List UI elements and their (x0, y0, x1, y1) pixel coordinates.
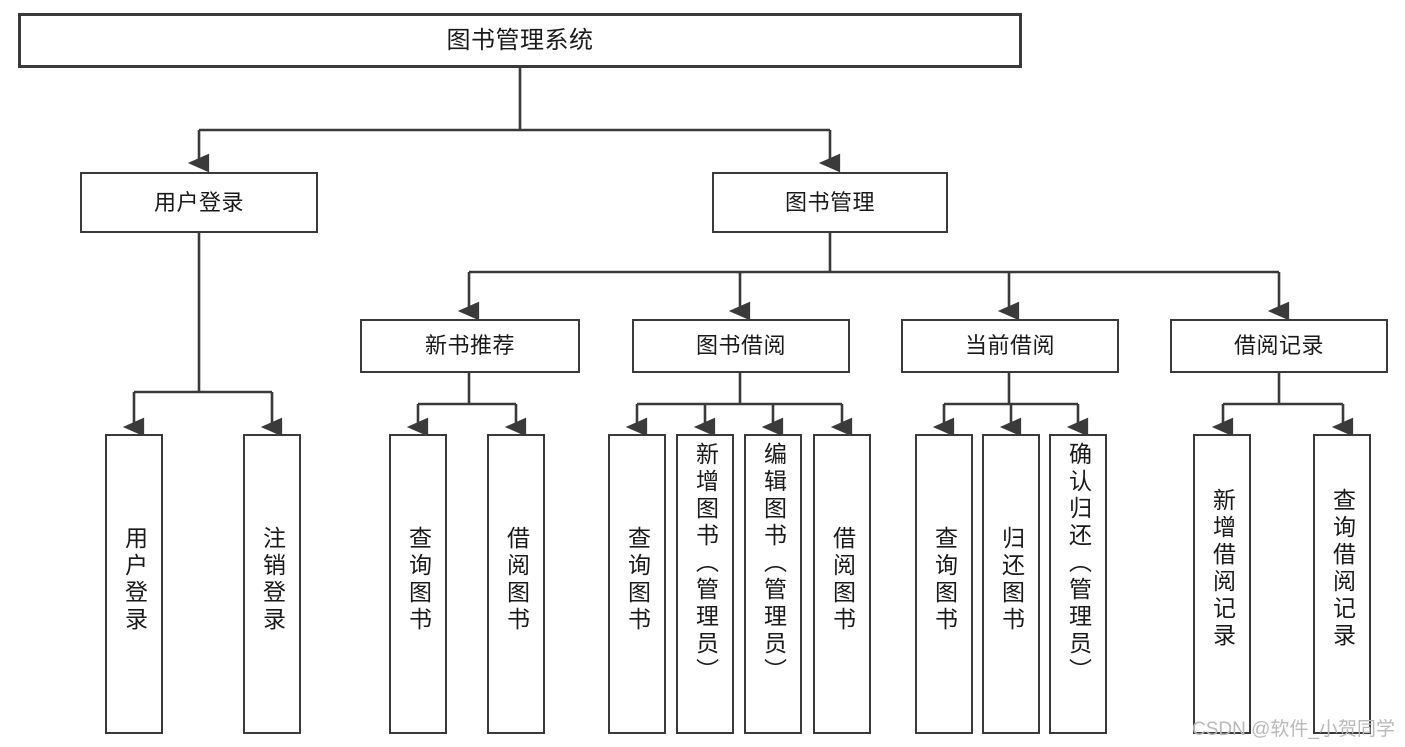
node-label: 借阅图书 (829, 526, 856, 634)
node-label: 确认归还（管理员） (1065, 442, 1092, 685)
leaf-user-login-logout[interactable]: 注销登录 (243, 434, 301, 734)
leaf-book-borrow-borrow-book[interactable]: 借阅图书 (813, 434, 871, 734)
leaf-book-borrow-query-book[interactable]: 查询图书 (608, 434, 666, 734)
node-current-borrow[interactable]: 当前借阅 (901, 319, 1119, 373)
node-label: 查询图书 (405, 526, 432, 634)
node-label: 图书管理 (784, 189, 875, 215)
leaf-current-borrow-confirm-return-admin[interactable]: 确认归还（管理员） (1049, 434, 1107, 734)
node-label: 新增借阅记录 (1209, 488, 1236, 650)
node-label: 图书借阅 (695, 333, 786, 359)
node-book-management[interactable]: 图书管理 (712, 172, 948, 233)
node-label: 新增图书（管理员） (692, 442, 719, 685)
node-label: 查询图书 (624, 526, 651, 634)
leaf-new-book-query-book[interactable]: 查询图书 (389, 434, 447, 734)
node-label: 借阅记录 (1233, 333, 1324, 359)
node-label: 注销登录 (259, 526, 286, 634)
node-label: 借阅图书 (503, 526, 530, 634)
node-label: 图书管理系统 (446, 26, 594, 54)
node-label: 用户登录 (121, 526, 148, 634)
node-label: 当前借阅 (964, 333, 1055, 359)
leaf-book-borrow-add-book-admin[interactable]: 新增图书（管理员） (676, 434, 734, 734)
node-book-borrow[interactable]: 图书借阅 (632, 319, 850, 373)
leaf-user-login-login[interactable]: 用户登录 (105, 434, 163, 734)
node-root-book-management-system[interactable]: 图书管理系统 (18, 13, 1022, 68)
node-label: 查询借阅记录 (1329, 488, 1356, 650)
node-label: 归还图书 (998, 526, 1025, 634)
node-label: 新书推荐 (424, 333, 515, 359)
leaf-book-borrow-edit-book-admin[interactable]: 编辑图书（管理员） (744, 434, 802, 734)
node-user-login[interactable]: 用户登录 (80, 172, 318, 233)
leaf-new-book-borrow-book[interactable]: 借阅图书 (487, 434, 545, 734)
leaf-borrow-record-add-record[interactable]: 新增借阅记录 (1193, 434, 1251, 734)
csdn-watermark: CSDN @软件_小贺同学 (1192, 719, 1395, 740)
leaf-current-borrow-query-book[interactable]: 查询图书 (915, 434, 973, 734)
leaf-current-borrow-return-book[interactable]: 归还图书 (982, 434, 1040, 734)
node-new-book-recommend[interactable]: 新书推荐 (360, 319, 580, 373)
node-label: 用户登录 (153, 189, 244, 215)
node-label: 编辑图书（管理员） (760, 442, 787, 685)
leaf-borrow-record-query-record[interactable]: 查询借阅记录 (1313, 434, 1371, 734)
node-label: 查询图书 (931, 526, 958, 634)
node-borrow-record[interactable]: 借阅记录 (1170, 319, 1388, 373)
